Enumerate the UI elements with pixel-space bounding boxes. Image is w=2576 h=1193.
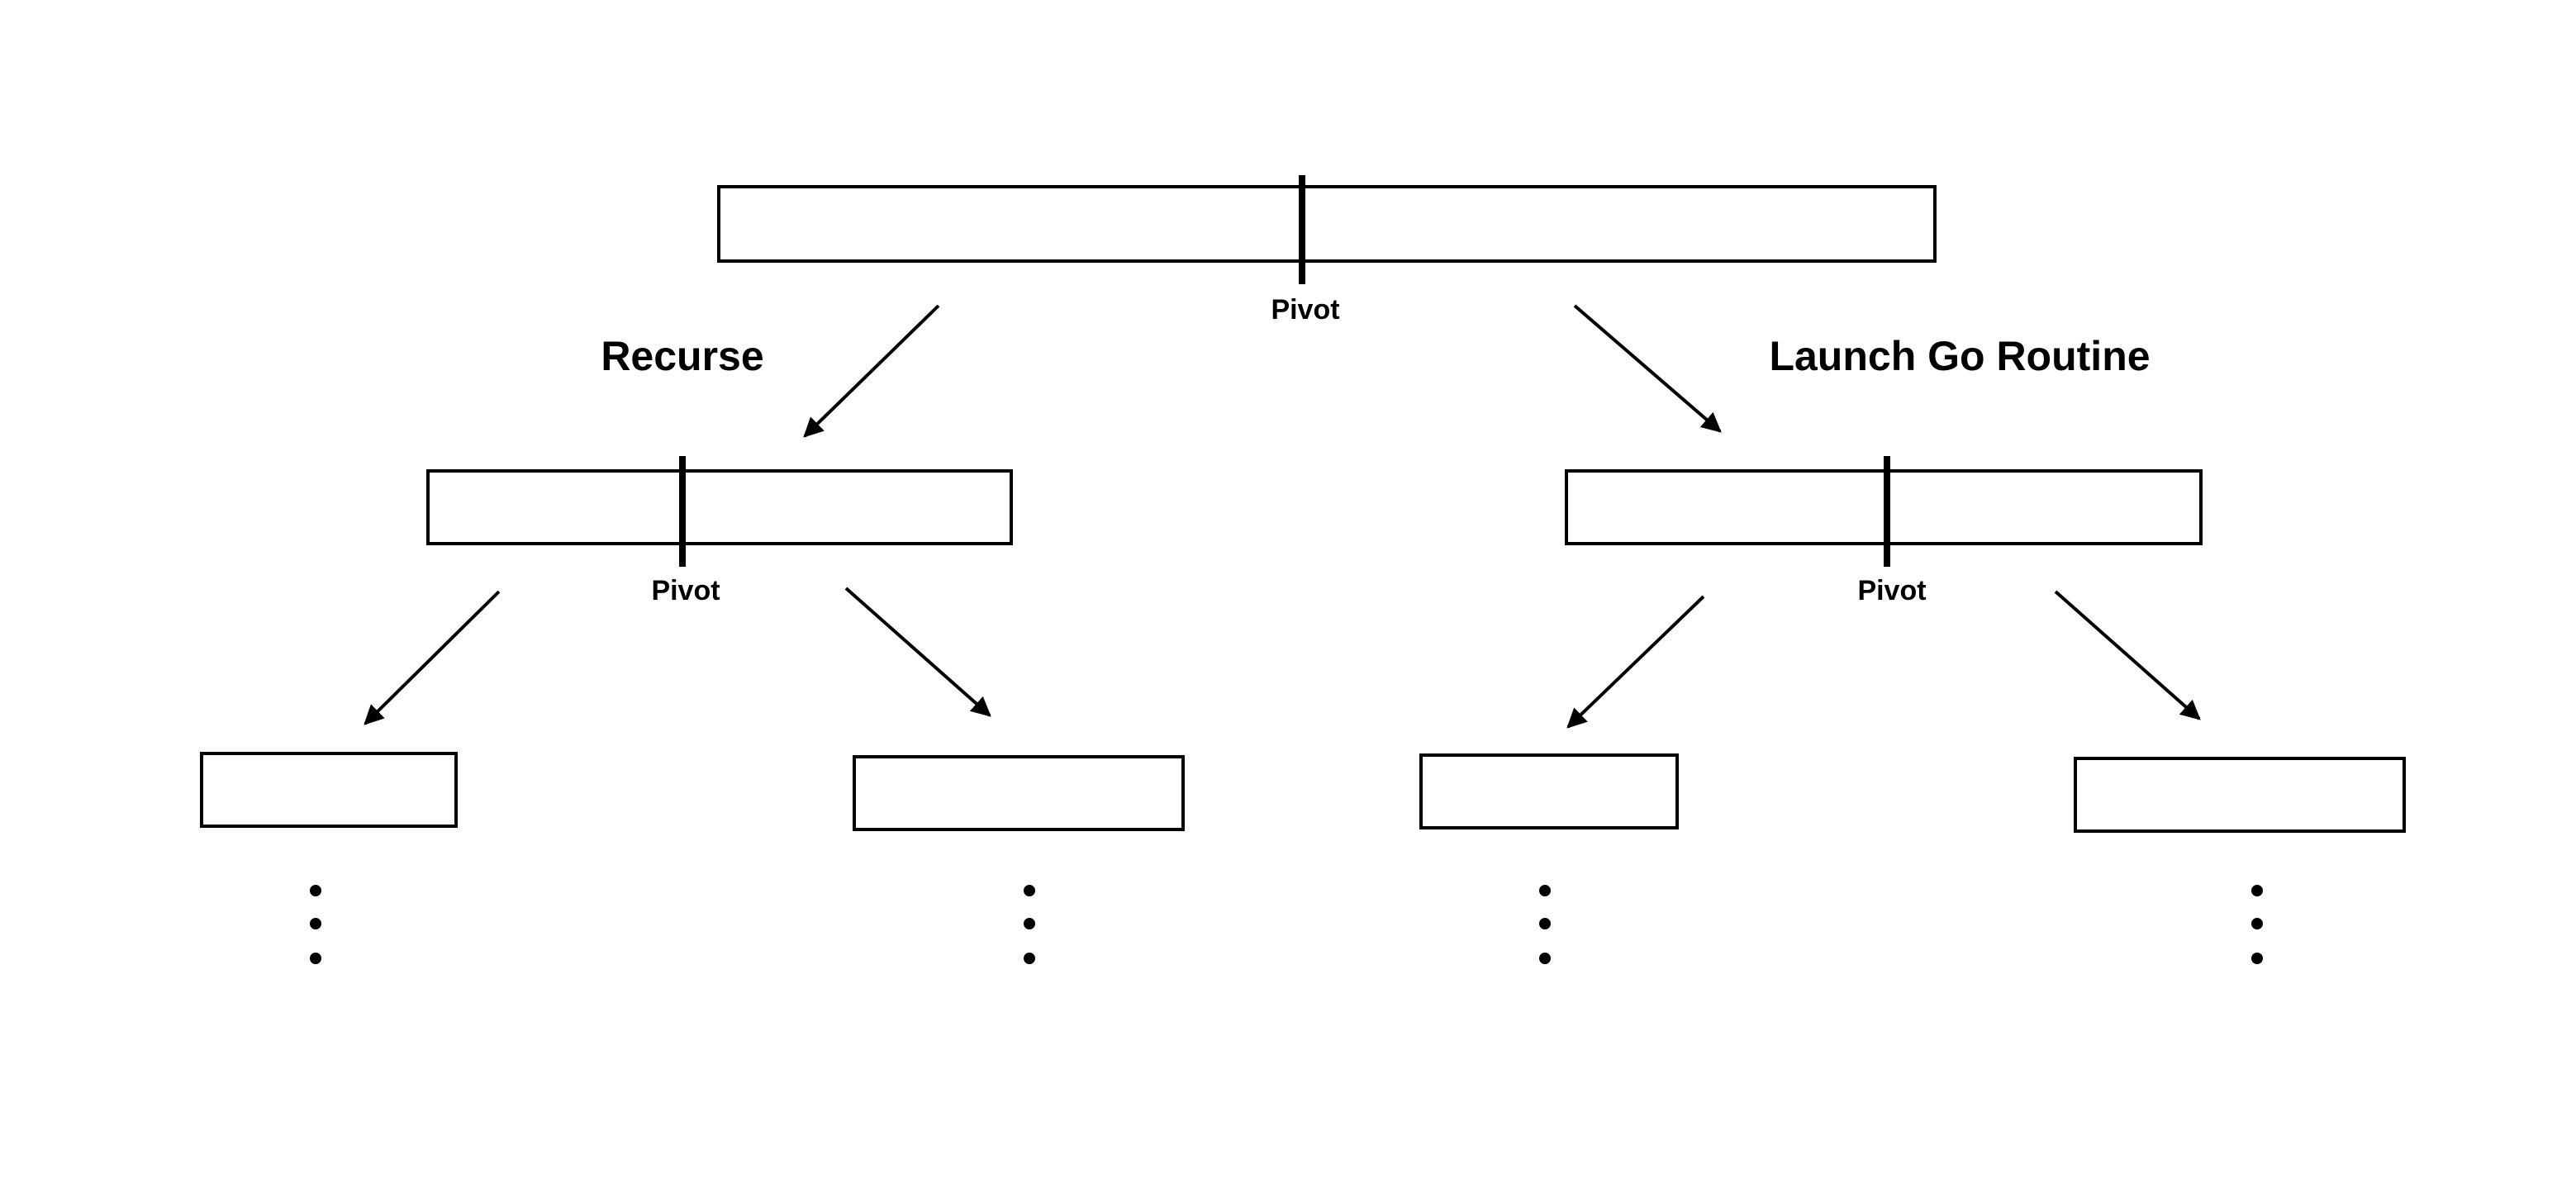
ellipsis-2 (1024, 885, 1035, 964)
leaf-subarray-3 (1419, 753, 1679, 829)
right-subarray: Pivot (1565, 456, 2203, 606)
arrow-root-right (1573, 304, 1722, 433)
ellipsis-3 (1539, 885, 1551, 964)
root-pivot-label: Pivot (1271, 294, 1339, 326)
root-array-box (717, 185, 1937, 263)
arrow-left-left (364, 590, 501, 725)
root-array: Pivot (717, 175, 1937, 326)
ellipsis-4 (2251, 885, 2263, 964)
leaf-subarray-4 (2074, 757, 2406, 833)
arrow-root-left (803, 304, 940, 438)
arrow-right-left (1566, 595, 1705, 729)
recurse-label: Recurse (601, 333, 763, 379)
right-pivot-label: Pivot (1857, 575, 1926, 606)
left-subarray: Pivot (426, 456, 1013, 606)
leaf-subarray-1 (200, 752, 458, 828)
left-pivot-label: Pivot (651, 575, 720, 606)
left-subarray-box (426, 469, 1013, 545)
arrow-left-right (844, 587, 991, 717)
arrow-right-right (2054, 590, 2201, 720)
ellipsis-1 (310, 885, 321, 964)
launch-go-routine-label: Launch Go Routine (1769, 333, 2150, 379)
leaf-subarray-2 (853, 755, 1185, 831)
